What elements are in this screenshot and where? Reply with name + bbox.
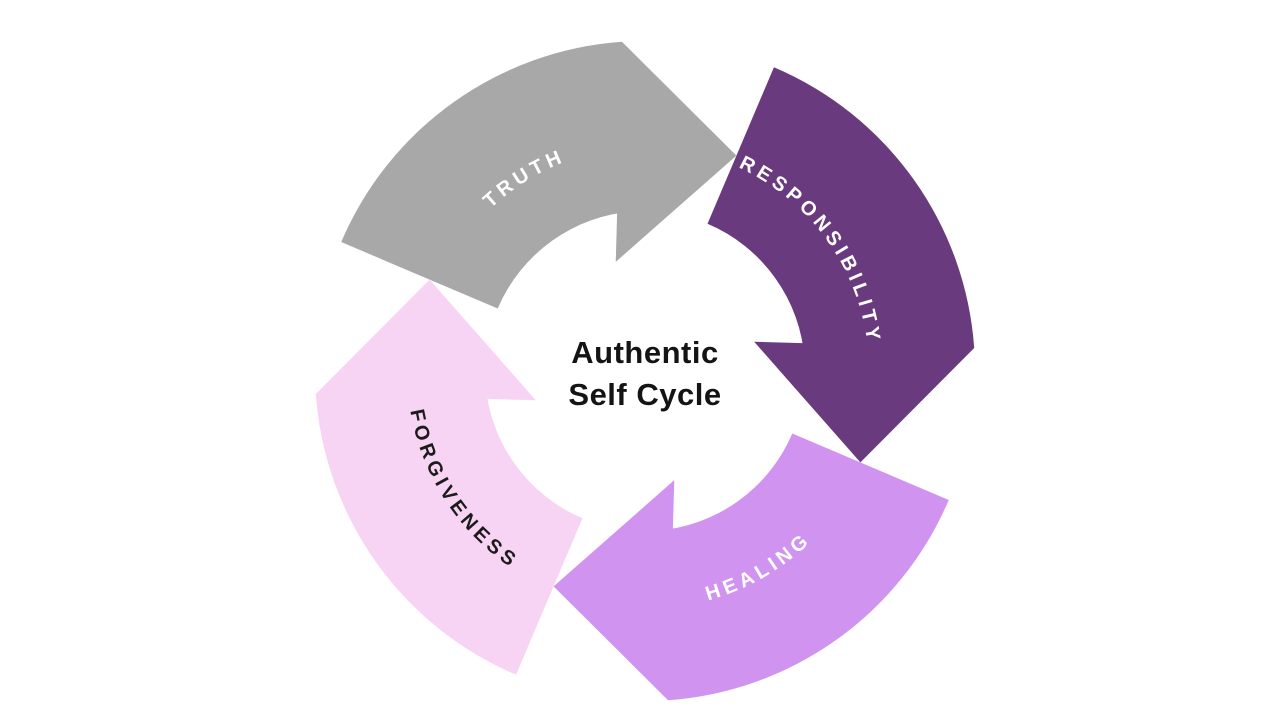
segment-arrowhead-responsibility (754, 341, 975, 463)
segment-band-truth (341, 41, 634, 309)
segment-arrowhead-forgiveness (315, 279, 536, 401)
diagram-title: Authentic Self Cycle (568, 335, 721, 412)
segment-band-healing (656, 433, 949, 701)
diagram-title-line2: Self Cycle (568, 377, 721, 412)
segment-arrowhead-truth (615, 41, 737, 262)
segment-arrowhead-healing (553, 480, 675, 701)
segment-band-forgiveness (315, 382, 583, 675)
segment-band-responsibility (707, 67, 975, 360)
diagram-title-line1: Authentic (571, 335, 718, 370)
